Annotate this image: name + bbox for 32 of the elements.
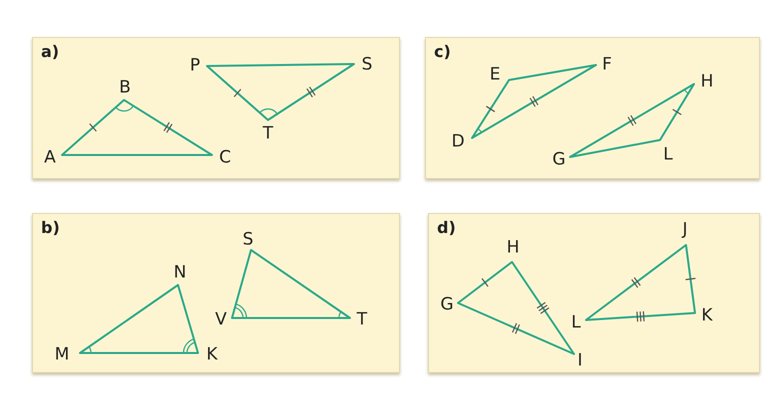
- vertex-label: T: [262, 126, 274, 142]
- vertex-label: H: [506, 240, 520, 256]
- vertex-label: K: [206, 346, 218, 364]
- panel-letter: c): [434, 42, 451, 61]
- vertex-label: I: [578, 352, 582, 370]
- panel-letter: a): [41, 42, 60, 61]
- vertex-label: G: [552, 152, 566, 168]
- panel-background: [428, 213, 760, 373]
- vertex-label: C: [219, 150, 231, 166]
- panel-background: [32, 213, 400, 373]
- vertex-label: J: [682, 222, 688, 238]
- panel-background: [32, 37, 400, 179]
- vertex-label: P: [190, 58, 200, 74]
- panel-letter: b): [41, 218, 60, 237]
- vertex-label: B: [119, 80, 131, 96]
- panel-letter: d): [437, 218, 456, 237]
- vertex-label: T: [356, 312, 368, 328]
- vertex-label: L: [663, 146, 673, 164]
- vertex-label: S: [362, 56, 372, 74]
- vertex-label: S: [242, 232, 254, 248]
- vertex-label: F: [602, 56, 612, 74]
- vertex-label: L: [571, 314, 581, 332]
- vertex-label: M: [54, 346, 70, 364]
- vertex-label: K: [701, 308, 713, 324]
- panel-background: [425, 37, 760, 179]
- vertex-label: E: [490, 66, 500, 84]
- vertex-label: N: [174, 264, 186, 282]
- vertex-label: H: [700, 74, 714, 90]
- vertex-label: D: [451, 134, 465, 150]
- vertex-label: V: [215, 312, 227, 328]
- vertex-label: A: [44, 150, 56, 166]
- vertex-label: G: [440, 296, 454, 314]
